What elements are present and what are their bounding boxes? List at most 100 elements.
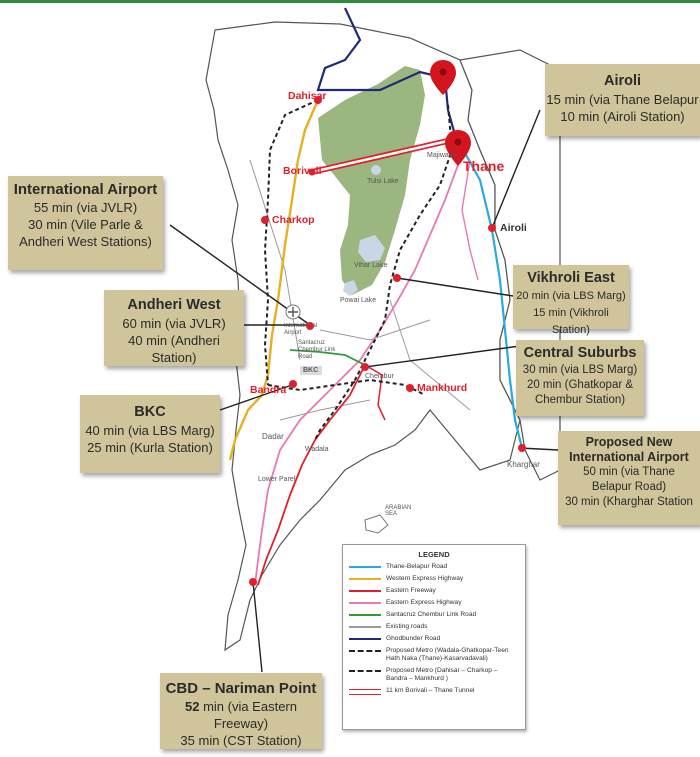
thane-belapur-road <box>454 134 524 449</box>
label-bkc: BKC <box>303 367 319 374</box>
label-arabian-sea: ARABIAN SEA <box>385 505 412 517</box>
callout-andheri-line: 40 min (Andheri Station) <box>128 333 220 365</box>
label-lower-parel: Lower Parel <box>258 476 296 483</box>
callout-airoli-title: Airoli <box>603 73 642 89</box>
legend-item: Proposed Metro (Dahisar – Charkop – Band… <box>349 667 519 683</box>
label-vihar-lake: Vihar Lake <box>354 262 388 269</box>
eastern-express-highway <box>254 164 459 586</box>
label-wadala: Wadala <box>305 446 329 453</box>
label-majiwada: Majiwada <box>427 152 457 159</box>
callout-intl-airport-line: 55 min (via JVLR) <box>33 200 138 215</box>
callout-cbd-line: min (via Eastern Freeway) <box>199 699 297 731</box>
callout-central-suburbs: Central Suburbs 30 min (via LBS Marg) 20… <box>516 340 644 416</box>
callout-intl-airport-line: 30 min (Vile Parle & <box>28 217 143 232</box>
place-markers <box>249 96 526 586</box>
callout-vikhroli-east: Vikhroli East 20 min (via LBS Marg) 15 m… <box>513 265 629 336</box>
legend-label: Santacruz Chembur Link Road <box>386 611 477 618</box>
callout-vikhroli-line: 20 min (via LBS Marg) <box>516 290 626 302</box>
top-accent-bar <box>0 0 700 3</box>
label-chembur: Chembur <box>365 373 394 380</box>
legend-label: Western Express Highway <box>386 575 464 582</box>
callout-cbd-nariman-point: CBD – Nariman Point 52 min (via Eastern … <box>160 673 322 749</box>
callout-central-title: Central Suburbs <box>523 345 637 361</box>
legend-label: Eastern Express Highway <box>386 599 462 606</box>
location-pin-icon <box>430 60 456 95</box>
label-scl-road: Santacruz Chembur Link Road <box>298 340 336 360</box>
eastern-freeway-east <box>364 364 386 421</box>
callout-andheri-west: Andheri West 60 min (via JVLR) 40 min (A… <box>104 290 244 366</box>
ghodbunder-road <box>316 7 457 136</box>
label-dahisar: Dahisar <box>288 90 327 102</box>
label-dadar: Dadar <box>262 432 284 441</box>
existing-roads <box>249 159 471 421</box>
callout-central-line: Chembur Station) <box>534 394 626 406</box>
callout-airoli-line: 15 min (via Thane Belapur <box>546 92 699 107</box>
legend-label: Thane-Belapur Road <box>386 563 448 570</box>
label-intl-airport-map: International Airport <box>284 323 318 336</box>
legend-item: Santacruz Chembur Link Road <box>349 611 519 619</box>
legend-item: Western Express Highway <box>349 575 519 583</box>
callout-vikhroli-title: Vikhroli East <box>527 270 615 286</box>
label-thane: Thane <box>463 158 505 174</box>
callout-cbd-bold-value: 52 <box>184 699 200 714</box>
legend-item: Eastern Express Highway <box>349 599 519 607</box>
legend-label: Proposed Metro (Wadala-Ghatkopar-Teen Ha… <box>386 647 509 662</box>
label-powai-lake: Powai Lake <box>340 297 377 304</box>
vihar-lake <box>358 235 385 262</box>
label-charkop: Charkop <box>272 214 315 226</box>
callout-proposed-line: 50 min (via Thane <box>583 466 675 478</box>
callout-international-airport: International Airport 55 min (via JVLR) … <box>8 176 163 270</box>
legend-label: Existing roads <box>386 623 428 630</box>
eastern-freeway <box>257 364 366 586</box>
tulsi-lake <box>371 165 381 175</box>
legend-label: Proposed Metro (Dahisar – Charkop – Band… <box>386 667 498 682</box>
callout-airoli-line: 10 min (Airoli Station) <box>560 109 685 124</box>
legend-item: 11 km Borivali – Thane Tunnel <box>349 687 519 695</box>
legend-label: 11 km Borivali – Thane Tunnel <box>386 687 475 694</box>
powai-lake <box>343 280 358 296</box>
santacruz-chembur-link-road <box>289 349 366 366</box>
callout-intl-airport-line: Andheri West Stations) <box>19 234 152 249</box>
legend-item: Thane-Belapur Road <box>349 563 519 571</box>
callout-vikhroli-line: 15 min (Vikhroli Station) <box>533 307 609 336</box>
label-mankhurd: Mankhurd <box>417 382 468 394</box>
callout-airoli: Airoli 15 min (via Thane Belapur 10 min … <box>545 64 700 136</box>
legend-item: Eastern Freeway <box>349 587 519 595</box>
map-legend: LEGEND Thane-Belapur Road Western Expres… <box>342 544 526 730</box>
callout-cbd-title: CBD – Nariman Point <box>165 680 317 697</box>
callout-bkc-line: 25 min (Kurla Station) <box>87 440 213 455</box>
airport-icon <box>285 304 301 320</box>
callout-proposed-title: Proposed New <box>585 435 673 449</box>
callout-proposed-line: Belapur Road) <box>591 481 667 493</box>
callout-andheri-title: Andheri West <box>127 297 221 313</box>
label-borivali: Borivali <box>283 165 322 177</box>
callout-cbd-line: 35 min (CST Station) <box>180 733 302 748</box>
callout-bkc-line: 40 min (via LBS Marg) <box>85 423 215 438</box>
bkc-label-bg <box>300 366 322 375</box>
callout-proposed-airport: Proposed New International Airport 50 mi… <box>558 431 700 525</box>
label-bandra: Bandra <box>250 384 287 396</box>
callout-central-line: 30 min (via LBS Marg) <box>522 364 638 376</box>
legend-item: Ghodbunder Road <box>349 635 519 643</box>
callout-bkc-title: BKC <box>134 404 166 420</box>
borivali-thane-tunnel-inner <box>311 138 453 174</box>
callout-central-line: 20 min (Ghatkopar & <box>526 379 634 391</box>
label-tulsi-lake: Tulsi Lake <box>367 178 399 185</box>
legend-item: Existing roads <box>349 623 519 631</box>
legend-label: Eastern Freeway <box>386 587 436 594</box>
callout-proposed-title: International Airport <box>569 450 689 464</box>
label-airoli: Airoli <box>500 222 527 234</box>
legend-label: Ghodbunder Road <box>386 635 441 642</box>
callout-bkc: BKC 40 min (via LBS Marg) 25 min (Kurla … <box>80 395 220 473</box>
national-park <box>318 66 425 295</box>
island-small <box>364 514 389 534</box>
callout-proposed-line: 30 min (Kharghar Station <box>565 496 693 508</box>
callout-intl-airport-title: International Airport <box>13 181 158 198</box>
legend-title: LEGEND <box>418 550 450 559</box>
callout-andheri-line: 60 min (via JVLR) <box>122 316 226 331</box>
label-kharghar: Kharghar <box>507 460 540 469</box>
eastern-express-branch <box>461 159 479 281</box>
western-express-highway <box>228 99 320 461</box>
thane-pin-icon <box>445 130 471 166</box>
legend-item: Proposed Metro (Wadala-Ghatkopar-Teen Ha… <box>349 647 519 663</box>
